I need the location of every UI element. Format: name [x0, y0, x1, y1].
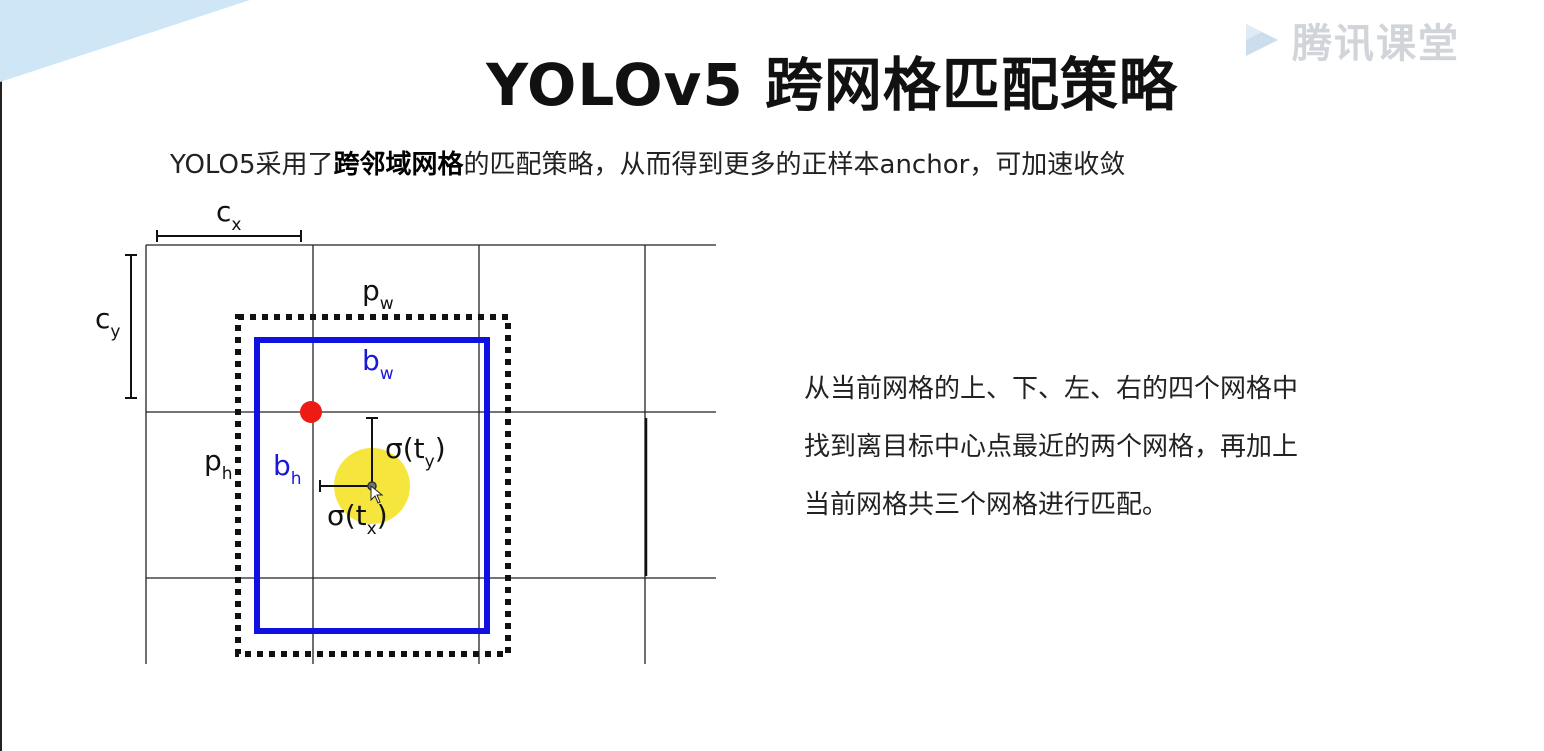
- predicted-box: [254, 337, 490, 634]
- pw-sub: w: [380, 294, 394, 314]
- sigma-ty-suffix: ): [435, 432, 446, 465]
- explanation-line-2: 找到离目标中心点最近的两个网格，再加上: [804, 432, 1299, 462]
- sigma-ty-label: σ(ty): [385, 432, 446, 472]
- sigma-tx-label: σ(tx): [327, 499, 388, 539]
- explanation-text: 从当前网格的上、下、左、右的四个网格中 找到离目标中心点最近的两个网格，再加上 …: [804, 360, 1424, 534]
- sigma-tx-offset: [319, 480, 368, 492]
- bw-label: bw: [362, 344, 394, 384]
- bh-sub: h: [291, 469, 302, 489]
- pw-label: pw: [362, 274, 394, 314]
- cy-sub: y: [110, 322, 120, 342]
- play-icon: [1246, 24, 1278, 56]
- subtitle-emphasis: 跨邻域网格: [333, 150, 464, 180]
- explanation-line-1: 从当前网格的上、下、左、右的四个网格中: [804, 374, 1299, 404]
- ph-base: p: [204, 444, 222, 477]
- bh-base: b: [273, 449, 291, 482]
- anchor-prior-box: [235, 314, 511, 657]
- cx-dimension: [156, 230, 302, 242]
- mouse-pointer-icon: [370, 484, 384, 504]
- bw-sub: w: [380, 364, 394, 384]
- sigma-ty-sub: y: [425, 452, 435, 472]
- cy-label: cy: [95, 302, 120, 342]
- pw-base: p: [362, 274, 380, 307]
- cx-label: cx: [216, 195, 241, 235]
- cy-base: c: [95, 302, 110, 335]
- sigma-tx-suffix: ): [377, 499, 388, 532]
- explanation-line-3: 当前网格共三个网格进行匹配。: [804, 490, 1169, 520]
- sigma-ty-offset: [366, 417, 378, 482]
- sigma-tx-prefix: σ(t: [327, 499, 367, 532]
- cx-base: c: [216, 195, 231, 228]
- grid-origin-dot: [300, 401, 322, 423]
- ph-sub: h: [222, 464, 233, 484]
- subtitle-lead: YOLO5采用了: [170, 150, 334, 180]
- watermark-text: 腾讯课堂: [1292, 21, 1460, 67]
- bbox-grid-diagram: cx cy pw ph bw bh σ(ty) σ(tx): [95, 195, 716, 664]
- corner-decoration: [0, 0, 250, 82]
- sigma-ty-prefix: σ(t: [385, 432, 425, 465]
- bw-base: b: [362, 344, 380, 377]
- page-title: YOLOv5 跨网格匹配策略: [486, 51, 1178, 119]
- subtitle-rest: 的匹配策略，从而得到更多的正样本anchor，可加速收敛: [463, 150, 1126, 180]
- watermark: 腾讯课堂: [1240, 8, 1530, 72]
- cy-dimension: [125, 254, 137, 399]
- bh-label: bh: [273, 449, 302, 489]
- sigma-tx-sub: x: [367, 519, 377, 539]
- ph-label: ph: [204, 444, 233, 484]
- cx-sub: x: [231, 215, 241, 235]
- subtitle: YOLO5采用了跨邻域网格的匹配策略，从而得到更多的正样本anchor，可加速收…: [170, 144, 1125, 181]
